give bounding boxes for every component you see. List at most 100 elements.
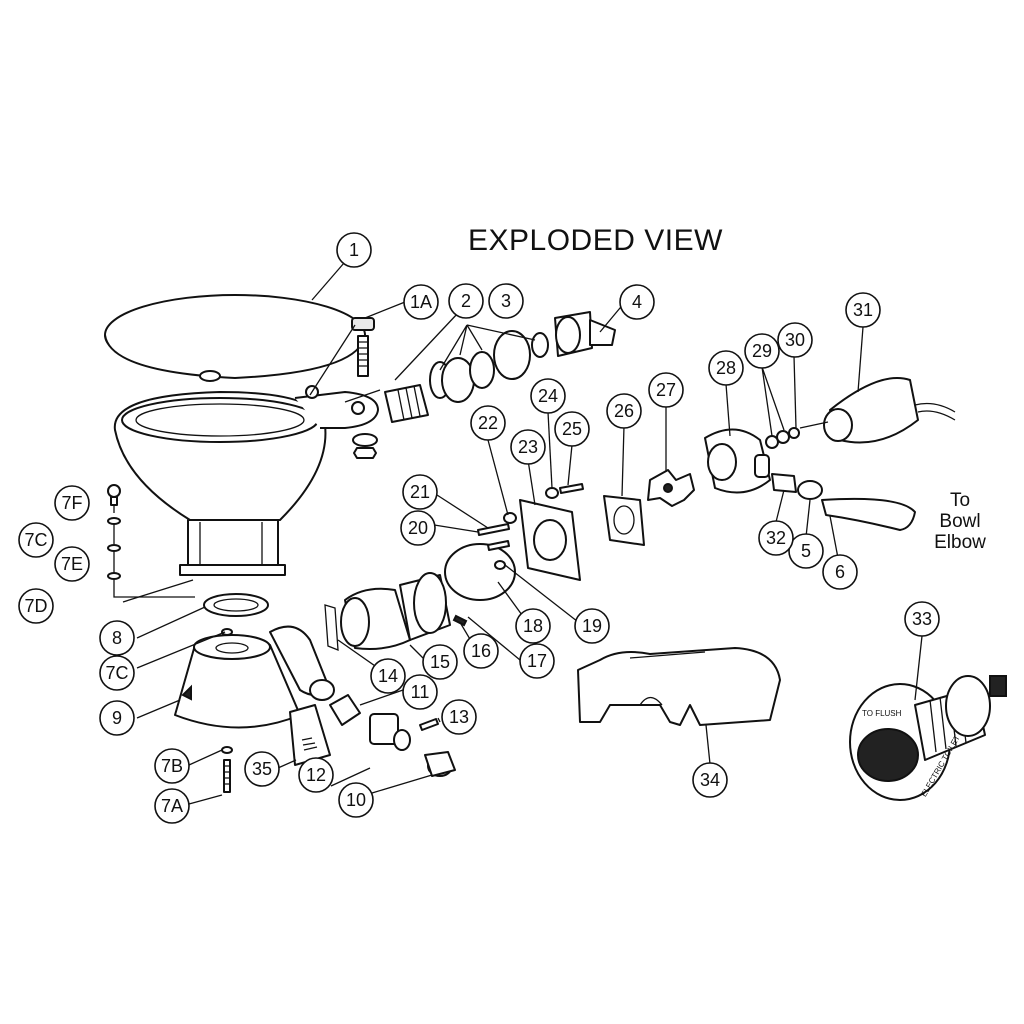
part-base-bolt <box>221 746 233 793</box>
part-pump-body <box>324 572 451 651</box>
callout-label: 26 <box>614 401 634 421</box>
callout-label: 33 <box>912 609 932 629</box>
callout-7F: 7F <box>54 485 90 521</box>
callout-label: 29 <box>752 341 772 361</box>
part-washer-22 <box>503 512 517 524</box>
part-pump-housing <box>269 625 361 726</box>
part-hinge-bolt <box>351 317 375 377</box>
callout-32: 32 <box>758 520 794 556</box>
callout-label: 4 <box>632 292 642 312</box>
part-motor-cover <box>577 647 781 726</box>
callout-7A: 7A <box>154 788 190 824</box>
callout-label: 30 <box>785 330 805 350</box>
callout-label: 7E <box>61 554 83 574</box>
callout-label: 7C <box>24 530 47 550</box>
callout-4: 4 <box>619 284 655 320</box>
callout-label: 3 <box>501 291 511 311</box>
callout-10: 10 <box>338 782 374 818</box>
callout-25: 25 <box>554 411 590 447</box>
part-valve-small <box>452 614 468 627</box>
callout-label: 6 <box>835 562 845 582</box>
callout-21: 21 <box>402 474 438 510</box>
callout-22: 22 <box>470 405 506 441</box>
callout-7B: 7B <box>154 748 190 784</box>
callout-label: 16 <box>471 641 491 661</box>
callout-label: 15 <box>430 652 450 672</box>
callout-label: 20 <box>408 518 428 538</box>
part-screws-20-21 <box>477 523 510 551</box>
switch-label-flush: TO FLUSH <box>862 709 902 718</box>
part-seat-lid <box>104 294 366 382</box>
part-mounting-plate <box>519 499 581 581</box>
part-shaft-seals <box>765 427 800 449</box>
callout-label: 18 <box>523 616 543 636</box>
callout-label: 9 <box>112 708 122 728</box>
part-toilet-bowl <box>113 385 379 576</box>
callout-35: 35 <box>244 751 280 787</box>
callout-label: 25 <box>562 419 582 439</box>
callout-label: 27 <box>656 380 676 400</box>
callout-1: 1 <box>336 232 372 268</box>
part-inlet-fittings <box>384 311 616 423</box>
callout-33: 33 <box>904 601 940 637</box>
callout-30: 30 <box>777 322 813 358</box>
callout-7C-upper: 7C <box>18 522 54 558</box>
callout-7C-lower: 7C <box>99 655 135 691</box>
part-small-screw <box>419 718 439 731</box>
callout-label: 5 <box>801 541 811 561</box>
note-line-3: Elbow <box>934 532 986 553</box>
callout-label: 35 <box>252 759 272 779</box>
part-side-cover <box>289 704 331 766</box>
callout-label: 1 <box>349 240 359 260</box>
callout-label: 34 <box>700 770 720 790</box>
callout-label: 11 <box>411 682 430 702</box>
callout-34: 34 <box>692 762 728 798</box>
bowl-elbow-note: To Bowl Elbow <box>934 490 986 553</box>
callout-label: 31 <box>853 300 873 320</box>
callout-label: 7F <box>61 493 82 513</box>
part-hose <box>821 497 916 531</box>
callout-label: 13 <box>449 707 469 727</box>
callout-7D: 7D <box>18 588 54 624</box>
callout-26: 26 <box>606 393 642 429</box>
callout-27: 27 <box>648 372 684 408</box>
callout-label: 24 <box>538 386 558 406</box>
callout-28: 28 <box>708 350 744 386</box>
part-fastener-stack <box>107 484 195 598</box>
callout-9: 9 <box>99 700 135 736</box>
callout-17: 17 <box>519 643 555 679</box>
part-base-gasket <box>203 593 269 617</box>
callout-label: 12 <box>306 765 326 785</box>
callout-label: 7A <box>161 796 183 816</box>
part-outlet-elbow <box>369 713 411 751</box>
callout-14: 14 <box>370 658 406 694</box>
callout-label: 7C <box>105 663 128 683</box>
part-end-cap <box>424 751 456 777</box>
callout-label: 8 <box>112 628 122 648</box>
callout-label: 21 <box>410 482 430 502</box>
callout-1A: 1A <box>403 284 439 320</box>
callout-31: 31 <box>845 292 881 328</box>
part-pump-base <box>174 628 301 729</box>
note-line-2: Bowl <box>939 511 980 532</box>
callout-5: 5 <box>788 533 824 569</box>
callout-2: 2 <box>448 283 484 319</box>
callout-12: 12 <box>298 757 334 793</box>
callout-16: 16 <box>463 633 499 669</box>
callout-label: 14 <box>378 666 398 686</box>
part-motor <box>799 377 956 444</box>
callout-label: 7D <box>24 596 47 616</box>
callout-label: 10 <box>346 790 366 810</box>
part-hose-fitting <box>771 473 823 500</box>
callout-7E: 7E <box>54 546 90 582</box>
callout-15: 15 <box>422 644 458 680</box>
part-impeller-housing <box>704 428 771 494</box>
leader-lines <box>122 262 923 805</box>
callout-20: 20 <box>400 510 436 546</box>
callout-label: 28 <box>716 358 736 378</box>
callout-24: 24 <box>530 378 566 414</box>
callout-8: 8 <box>99 620 135 656</box>
part-pump-gasket <box>603 495 645 546</box>
part-impeller <box>647 469 695 507</box>
